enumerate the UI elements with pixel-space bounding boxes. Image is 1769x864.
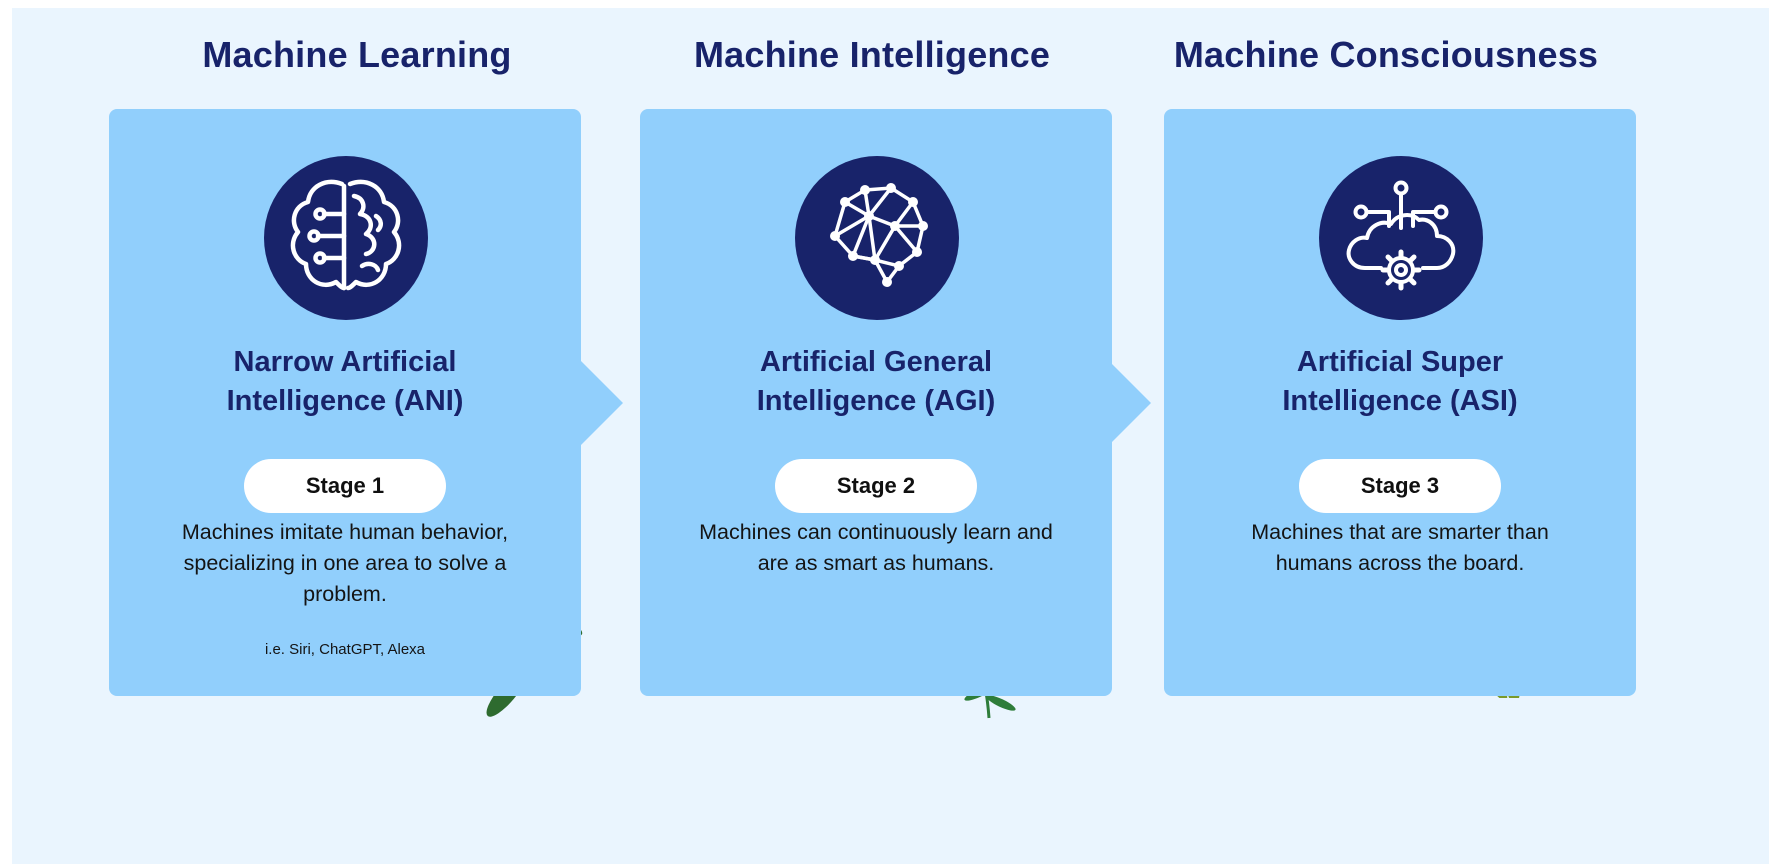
column-heading-machine-learning: Machine Learning: [202, 34, 512, 75]
stage-description: Machines imitate human behavior, special…: [181, 520, 509, 606]
stage-badge: Stage 1: [244, 459, 446, 513]
icon-circle: [264, 156, 428, 320]
column-heading-machine-intelligence: Machine Intelligence: [693, 34, 1051, 75]
icon-circle: [795, 156, 959, 320]
cloud-gear-network-icon: [1346, 180, 1456, 291]
stage-badge: Stage 3: [1299, 459, 1501, 513]
stage-example: i.e. Siri, ChatGPT, Alexa: [264, 641, 426, 658]
brain-circuit-icon: [290, 179, 402, 291]
stage-description: Machines can continuously learn and are …: [699, 520, 1053, 575]
stage-description: Machines that are smarter than humans ac…: [1251, 520, 1549, 575]
stage-badge: Stage 2: [775, 459, 977, 513]
neural-network-brain-icon: [830, 183, 928, 287]
column-heading-machine-consciousness: Machine Consciousness: [1173, 34, 1599, 75]
icon-circle: [1319, 156, 1483, 320]
